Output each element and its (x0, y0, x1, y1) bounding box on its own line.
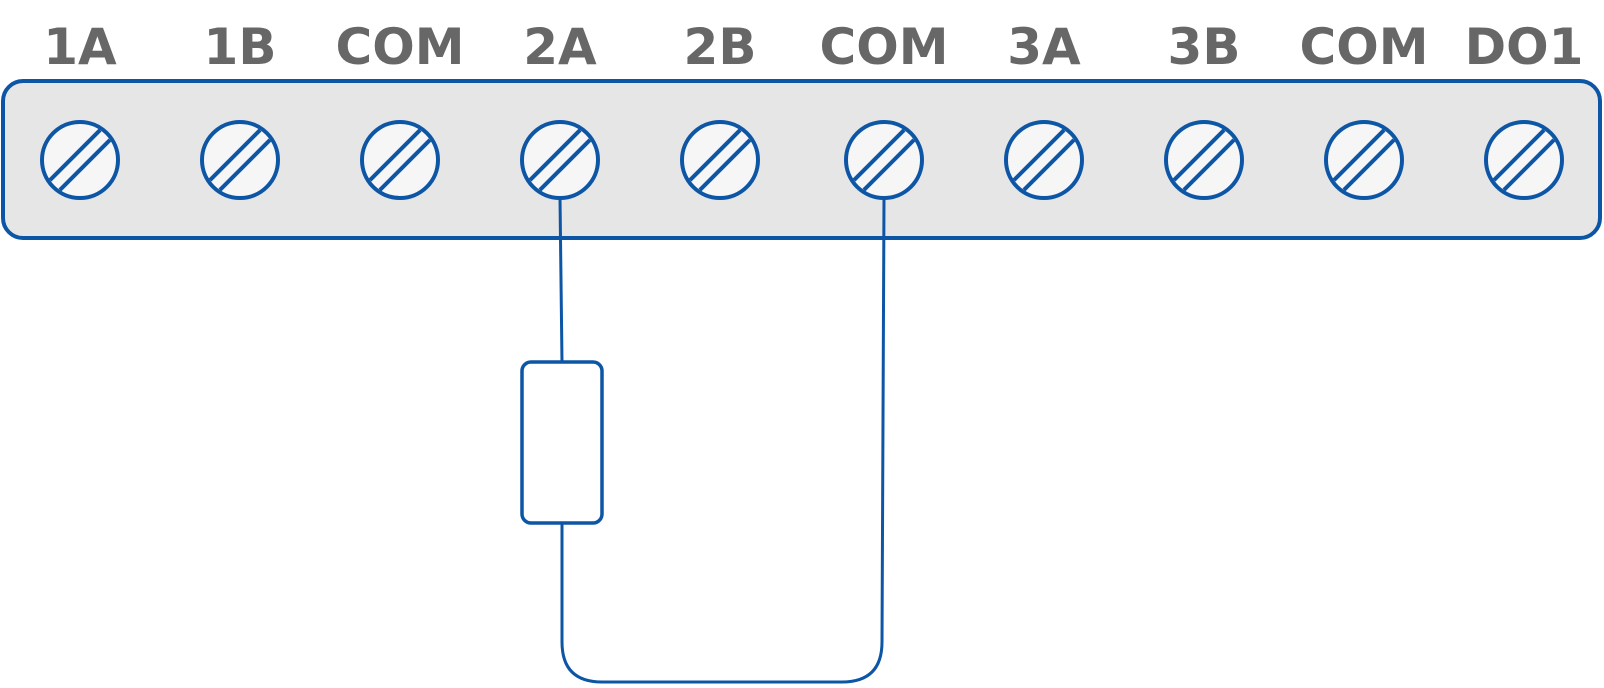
terminal-screws (40, 120, 1564, 200)
screw-icon (1004, 120, 1084, 200)
terminal-label-com: COM (820, 18, 949, 76)
screw-icon (1164, 120, 1244, 200)
wire-2a-to-resistor (558, 197, 564, 363)
terminal-labels: 1A 1B COM 2A 2B COM 3A 3B COM DO1 (43, 18, 1583, 76)
resistor (520, 360, 604, 525)
screw-icon (844, 120, 924, 200)
screw-icon (40, 120, 120, 200)
terminal-label-3b: 3B (1168, 18, 1241, 76)
terminal-label-do1: DO1 (1465, 18, 1584, 76)
terminal-label-com: COM (1300, 18, 1429, 76)
screw-icon (520, 120, 600, 200)
screw-icon (200, 120, 280, 200)
terminal-label-com: COM (336, 18, 465, 76)
terminal-label-2a: 2A (523, 18, 597, 76)
wires (558, 197, 886, 684)
wire-resistor-to-com (560, 197, 886, 684)
terminal-label-1b: 1B (204, 18, 277, 76)
screw-icon (1484, 120, 1564, 200)
terminal-label-3a: 3A (1007, 18, 1081, 76)
screw-icon (1324, 120, 1404, 200)
terminal-label-1a: 1A (43, 18, 117, 76)
screw-icon (680, 120, 760, 200)
screw-icon (360, 120, 440, 200)
terminal-label-2b: 2B (684, 18, 757, 76)
